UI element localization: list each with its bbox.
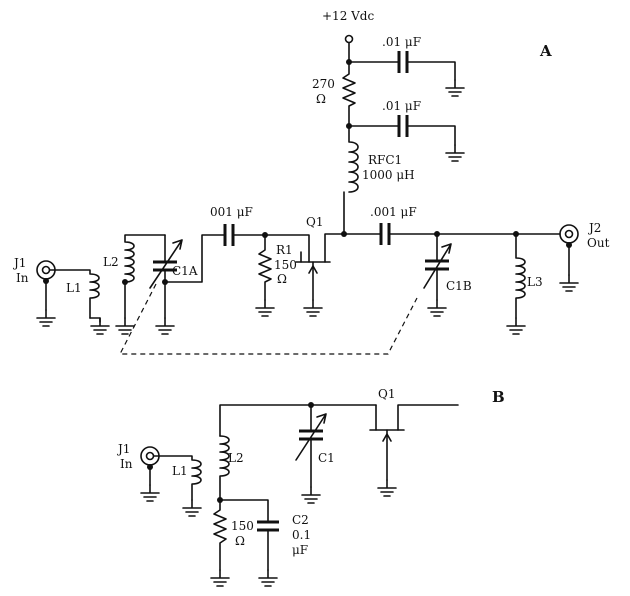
ground-symbol [303,299,323,317]
b-c2-capacitor [257,520,279,532]
input-jack-ref: J1 [12,256,26,270]
ground-symbol [155,317,175,335]
bypass-wire-1 [348,61,456,81]
r-supply-unit: Ω [316,92,326,106]
c1a-capacitor [153,260,177,272]
output-jack-inner [564,229,574,239]
c1b-variable-arrow [423,243,452,289]
l3-label: L3 [527,275,543,289]
ground-symbol [210,569,230,587]
gate-wire [232,234,310,263]
rfc-ref: RFC1 [368,153,402,167]
output-jack-ref: J2 [587,221,601,235]
l3-inductor [515,233,526,319]
input-jack-label: In [16,271,29,285]
ground-symbol [445,79,465,97]
gang-link-dashed [119,283,418,355]
b-top-wire [219,404,377,437]
b-resistor-150 [213,499,227,571]
c1b-capacitor [425,259,449,271]
q1-label: Q1 [306,215,323,229]
coupling-cap-out-label: .001 μF [370,205,417,219]
l1-ground-wire [89,317,101,323]
ground-symbol [506,317,526,335]
panel-label-b: B [492,388,505,406]
ground-symbol [377,479,397,497]
tank-output-wire [164,234,226,283]
b-l1-label: L1 [172,464,188,478]
ground-symbol [90,317,110,335]
bypass-wire-2 [348,125,456,146]
ground-symbol [115,317,135,335]
bypass-capacitor-2 [397,115,409,137]
ground-symbol [445,144,465,162]
coupling-capacitor-out [379,223,391,245]
b-c1-variable-arrow [295,413,327,461]
b-c1-capacitor [299,429,323,441]
ground-symbol [140,484,160,502]
l1-inductor [49,269,100,319]
ground-symbol [427,299,447,317]
ground-symbol [255,299,275,317]
junction-dot [122,279,128,285]
r1-resistor [258,234,272,301]
ground-symbol [559,274,579,292]
supply-terminal [344,34,354,44]
c1a-label: C1A [172,264,198,278]
ground-symbol [182,499,202,517]
resistor-270 [342,61,356,127]
b-input-jack-ref: J1 [116,442,130,456]
output-jack-label: Out [587,236,610,250]
rfc-value: 1000 μH [362,168,415,182]
r1-value: 150 [274,258,297,272]
q1-channel [300,233,345,263]
diagram-b: B J1 In L1 L2 150 Ω C2 0.1 μF [116,387,505,587]
diagram-a: A +12 Vdc 270 Ω .01 μF .01 μF RFC1 1000 … [12,9,610,355]
r-supply-value: 270 [312,77,335,91]
b-resistor-value: 150 [231,519,254,533]
l2-inductor [124,234,166,319]
input-jack-inner [41,265,51,275]
rfc-inductor [348,125,359,193]
b-c2-value: 0.1 [292,528,311,542]
r1-ref: R1 [276,243,293,257]
l1-label: L1 [66,281,82,295]
b-c2-wire [219,499,269,523]
bypass-cap-1-label: .01 μF [382,35,421,49]
b-q1-label: Q1 [378,387,395,401]
bypass-cap-2-label: .01 μF [382,99,421,113]
r1-unit: Ω [277,272,287,286]
q1-arrow [308,265,318,274]
b-l2-label: L2 [228,451,244,465]
panel-label-a: A [539,42,552,60]
ground-symbol [258,569,278,587]
b-q1-arrow [382,433,392,442]
b-resistor-unit: Ω [235,534,245,548]
ground-symbol [301,486,321,504]
b-l2-inductor [219,435,230,501]
supply-label: +12 Vdc [322,9,374,23]
c1a-variable-arrow [149,239,183,289]
b-l1-inductor [153,455,202,501]
ground-symbol [36,309,56,327]
b-input-jack-inner [145,451,155,461]
b-c2-unit: μF [292,543,308,557]
b-c2-ref: C2 [292,513,309,527]
coupling-cap-in-label: 001 μF [210,205,253,219]
output-jack-outer [559,224,579,244]
b-q1-channel [375,404,459,431]
b-c1-label: C1 [318,451,335,465]
coupling-capacitor-in [223,224,235,246]
bypass-capacitor-1 [397,51,409,73]
b-input-jack-label: In [120,457,133,471]
l2-label: L2 [103,255,119,269]
c1b-label: C1B [446,279,472,293]
